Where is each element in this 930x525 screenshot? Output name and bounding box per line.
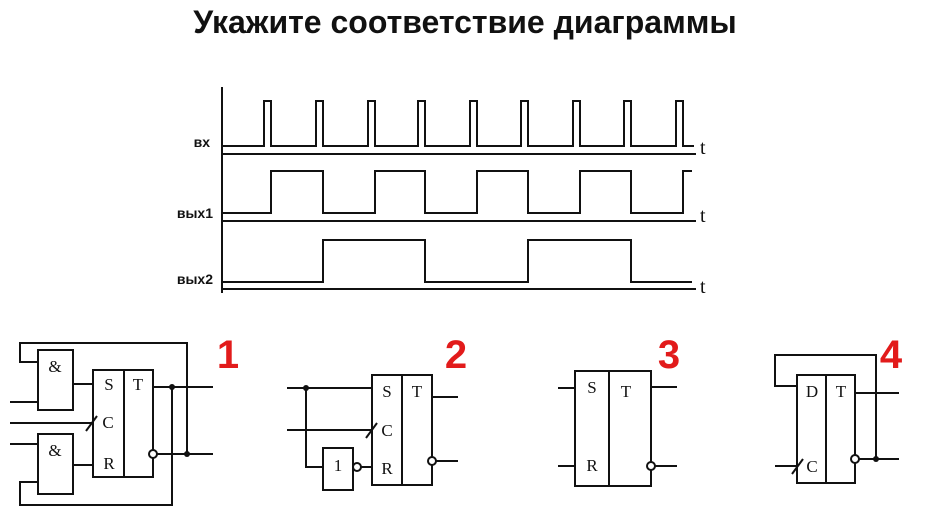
circuit-4: 4 D C T <box>774 333 903 484</box>
circuit-2: 2 S C R T 1 <box>287 333 467 491</box>
time-label-1: t <box>700 137 706 159</box>
signal-label-vx: вх <box>194 134 211 150</box>
pin-s-1: S <box>104 375 113 394</box>
and-label-1a: & <box>48 357 61 376</box>
pin-c-4: C <box>806 457 817 476</box>
pin-s-2: S <box>382 382 391 401</box>
pin-r-3: R <box>586 456 598 475</box>
signal-label-vyx1: вых1 <box>177 205 213 221</box>
circuit-1: 1 S C R T & & <box>10 333 239 506</box>
pin-t-3: T <box>621 382 632 401</box>
waveform-vyx1 <box>222 170 692 214</box>
page-title: Укажите соответствие диаграммы <box>193 4 737 40</box>
pin-r-2: R <box>381 459 393 478</box>
waveform-vyx2 <box>222 239 692 283</box>
waveform-vx <box>222 100 694 147</box>
pin-s-3: S <box>587 378 596 397</box>
and-label-1b: & <box>48 441 61 460</box>
circuit-3: 3 S R T <box>558 333 680 487</box>
timing-diagram: вх вых1 вых2 t t t <box>177 87 706 298</box>
pin-t-1: T <box>133 375 144 394</box>
pin-d-4: D <box>806 382 818 401</box>
pin-t-2: T <box>412 382 423 401</box>
rs-trigger-3 <box>574 370 652 487</box>
signal-label-vyx2: вых2 <box>177 271 213 287</box>
pin-r-1: R <box>103 454 115 473</box>
pin-c-1: C <box>102 413 113 432</box>
pin-c-2: C <box>381 421 392 440</box>
circuit-number-4: 4 <box>880 333 903 377</box>
circuit-number-2: 2 <box>445 333 467 377</box>
circuit-number-1: 1 <box>217 333 239 377</box>
not-label-2: 1 <box>334 456 343 475</box>
and-gate-1a <box>37 349 74 411</box>
time-label-2: t <box>700 205 706 227</box>
time-label-3: t <box>700 276 706 298</box>
circuit-number-3: 3 <box>658 333 680 377</box>
pin-t-4: T <box>836 382 847 401</box>
not-gate-2 <box>322 447 354 491</box>
